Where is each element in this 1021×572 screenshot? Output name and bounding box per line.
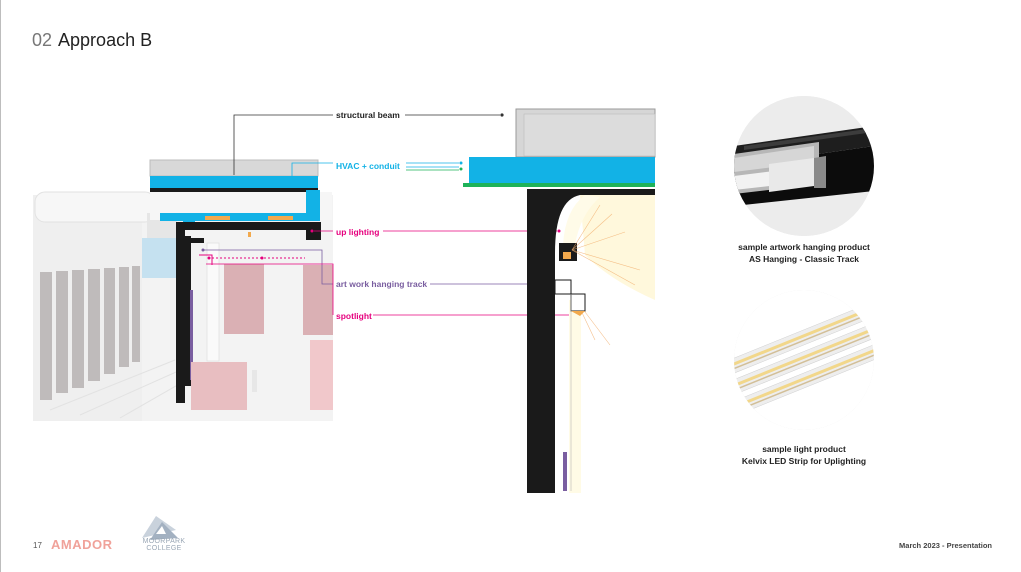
section-detail — [463, 108, 656, 493]
moorpark-college-wordmark: MOORPARK COLLEGE — [136, 538, 192, 552]
presentation-date: March 2023 - Presentation — [899, 541, 992, 550]
product-led-line2: Kelvix LED Strip for Uplighting — [741, 456, 867, 466]
label-art-track: art work hanging track — [336, 279, 428, 289]
moorpark-college-logo-icon — [142, 516, 178, 540]
track-profile-image — [734, 96, 874, 236]
page-number: 17 — [33, 541, 42, 550]
college-line1: MOORPARK — [142, 538, 186, 545]
section-number: 02 — [32, 30, 53, 50]
section-title: Approach B — [58, 30, 153, 50]
beam-leader-dot — [500, 113, 504, 117]
amador-logo: AMADOR — [51, 537, 113, 552]
label-hvac-conduit: HVAC + conduit — [336, 161, 400, 171]
college-line2: COLLEGE — [146, 545, 182, 552]
product-caption-track: sample artwork hanging product AS Hangin… — [718, 241, 890, 265]
product-track-line2: AS Hanging - Classic Track — [748, 254, 860, 264]
label-up-lighting: up lighting — [336, 227, 380, 237]
product-track-line1: sample artwork hanging product — [738, 242, 870, 252]
led-strip-image — [734, 290, 874, 430]
gallery-perspective-render — [33, 159, 333, 421]
product-led-line1: sample light product — [762, 444, 846, 454]
label-structural-beam: structural beam — [336, 110, 400, 120]
slide-left-border — [0, 0, 1, 572]
product-caption-led: sample light product Kelvix LED Strip fo… — [718, 443, 890, 467]
label-spotlight: spotlight — [336, 311, 372, 321]
